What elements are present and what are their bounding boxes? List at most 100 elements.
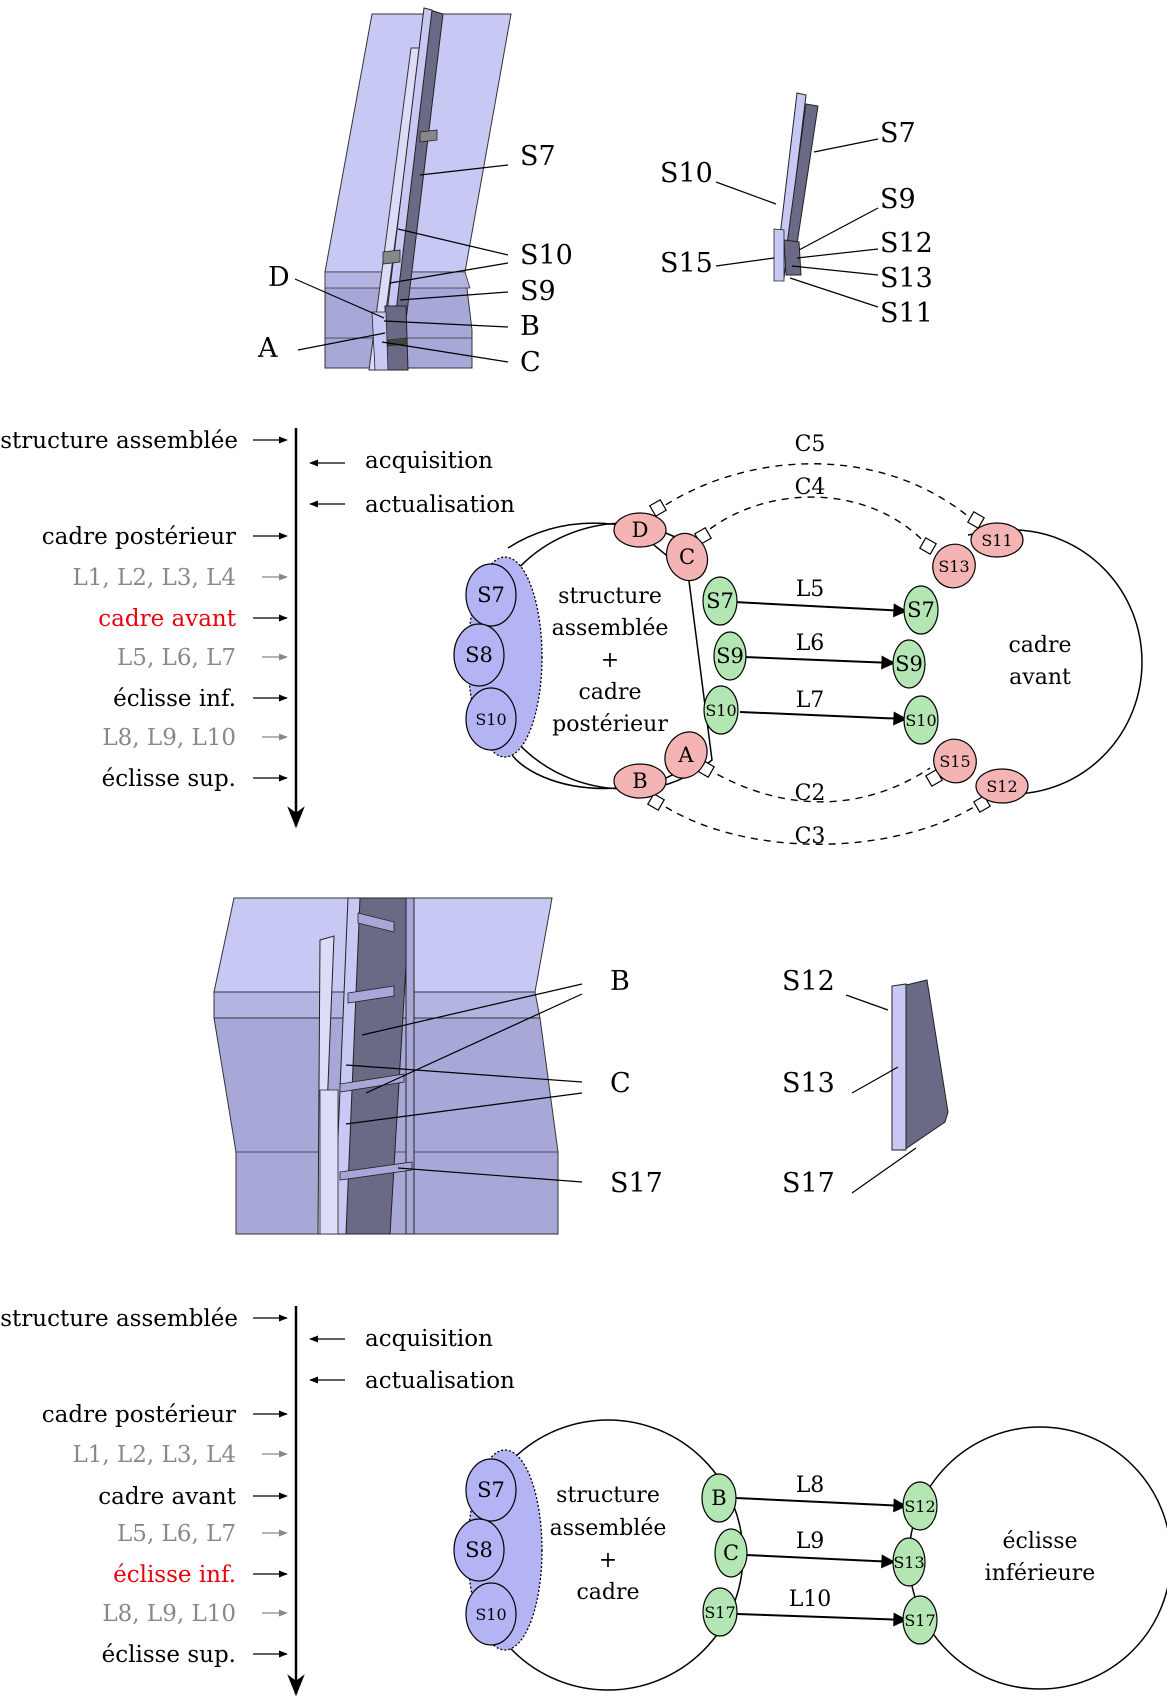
t2-structure-assemblee: structure assemblée <box>0 1306 238 1332</box>
node-s10-right <box>903 695 939 745</box>
eclisse-label-s13: S13 <box>782 1068 835 1099</box>
t2-l5-l7: L5, L6, L7 <box>117 1521 236 1547</box>
node-s13-bottom <box>892 1537 926 1587</box>
eclisse-label-s12: S12 <box>782 966 835 997</box>
graph-1-blue-s10-label: S10 <box>475 710 506 729</box>
node-b-top-label: B <box>632 769 647 793</box>
graph-2-blue-s8 <box>453 1518 505 1582</box>
link-l7 <box>739 711 908 726</box>
t2-acquisition: acquisition <box>365 1326 493 1352</box>
zoom-label-b: B <box>610 966 630 997</box>
node-s17-left <box>702 1587 738 1637</box>
node-s12-top <box>975 768 1029 804</box>
graph-2-left-text-3: + <box>599 1548 617 1573</box>
graph-1-blue-s7 <box>465 563 517 627</box>
node-s17-right <box>902 1595 938 1645</box>
graph-2-left-text-1: structure <box>556 1483 660 1508</box>
link-l10 <box>736 1612 908 1627</box>
graph-1-blue-s8 <box>453 623 505 687</box>
label-s15: S15 <box>660 248 713 279</box>
t1-eclisse-sup: éclisse sup. <box>102 766 236 792</box>
graph-2-left-text-4: cadre <box>576 1580 639 1605</box>
graph-2-right-text-2: inférieure <box>985 1561 1096 1586</box>
node-s9-left-label: S9 <box>716 644 744 668</box>
node-s13-bottom-label: S13 <box>893 1553 924 1572</box>
graph-2-blue-s10 <box>465 1582 517 1646</box>
node-s9-left <box>713 631 747 681</box>
bottom-right-eclisse-view <box>891 979 949 1151</box>
zoom-label-s17: S17 <box>610 1168 663 1199</box>
t2-l1-l4: L1, L2, L3, L4 <box>73 1442 237 1468</box>
graph-1-left-text-2: assemblée <box>552 616 669 641</box>
node-s9-right-label: S9 <box>895 652 923 676</box>
node-s13-top-label: S13 <box>938 557 969 576</box>
graph-1-blue-s10 <box>465 687 517 751</box>
zoom-spar-flange-right <box>405 897 415 1235</box>
zoom-rib-4 <box>339 1161 413 1181</box>
t1-l5-l7: L5, L6, L7 <box>117 645 236 671</box>
t1-acquisition: acquisition <box>365 448 493 474</box>
label-s7-front: S7 <box>880 118 916 149</box>
link-l7-label: L7 <box>796 688 825 713</box>
graph-1-left-text-3: + <box>601 648 619 673</box>
graph-1-blue-s8-label: S8 <box>465 643 493 667</box>
contact-c2-curve <box>705 767 931 803</box>
graph-1-left-text-1: structure <box>558 584 662 609</box>
t1-eclisse-inf: éclisse inf. <box>113 686 236 712</box>
timeline-2: structure assemblée cadre postérieur L1,… <box>0 1306 515 1697</box>
link-l9-label: L9 <box>796 1529 825 1554</box>
bottom-left-zoom-view <box>213 897 559 1235</box>
t1-actualisation: actualisation <box>365 492 515 518</box>
link-l5 <box>733 601 908 618</box>
node-b-bottom <box>701 1473 737 1523</box>
link-l10-label: L10 <box>789 1587 832 1612</box>
zoom-rib-3 <box>339 1073 405 1093</box>
label-s7: S7 <box>520 141 556 172</box>
node-b-top <box>613 763 667 799</box>
node-s12-top-label: S12 <box>986 777 1017 796</box>
top-left-leaders <box>294 164 509 363</box>
contact-c4-marker-right <box>918 536 938 556</box>
label-a: A <box>257 333 278 364</box>
node-s10-left <box>703 685 739 735</box>
label-s10: S10 <box>520 240 573 271</box>
node-s10-left-label: S10 <box>705 701 736 720</box>
node-s13-top <box>932 543 976 589</box>
contact-c5-curve <box>654 463 976 523</box>
graph-2-blue-s7 <box>465 1458 517 1522</box>
zoom-rib-1 <box>357 912 395 933</box>
node-c-top-label: C <box>679 545 695 569</box>
label-s13: S13 <box>880 263 933 294</box>
bottom-left-leaders <box>345 983 583 1183</box>
graph-2-right-text-1: éclisse <box>1002 1529 1077 1554</box>
graph-1-right-circle-outline <box>1011 529 1143 795</box>
zoom-splice-plate <box>319 1089 339 1235</box>
label-d: D <box>268 262 290 293</box>
eclisse-flange <box>891 983 907 1151</box>
link-l8 <box>735 1497 908 1513</box>
node-c-bottom-label: C <box>723 1541 739 1565</box>
node-s7-right <box>903 585 939 635</box>
lower-splice-plate <box>371 311 389 371</box>
contact-c5-marker-left <box>648 498 668 518</box>
front-splice-plate <box>773 228 785 282</box>
zoom-spar-flange <box>333 897 361 1235</box>
t1-cadre-avant: cadre avant <box>98 606 236 632</box>
node-s9-right <box>892 639 926 689</box>
timeline-1-arrows <box>253 436 345 782</box>
link-l9 <box>745 1554 896 1569</box>
contact-c3-curve <box>654 799 986 845</box>
contact-c4-label: C4 <box>795 475 826 500</box>
node-b-bottom-label: B <box>711 1486 726 1510</box>
timeline-2-arrows <box>253 1314 345 1658</box>
label-s9: S9 <box>520 276 556 307</box>
label-s12: S12 <box>880 228 933 259</box>
graph-1-left-text-4: cadre <box>578 680 641 705</box>
stiffener-top <box>419 129 438 143</box>
timeline-1: structure assemblée cadre postérieur L1,… <box>0 428 515 829</box>
node-s17-right-label: S17 <box>904 1611 935 1630</box>
label-s10-front: S10 <box>660 158 713 189</box>
node-d <box>613 512 667 548</box>
link-l5-label: L5 <box>796 577 825 602</box>
